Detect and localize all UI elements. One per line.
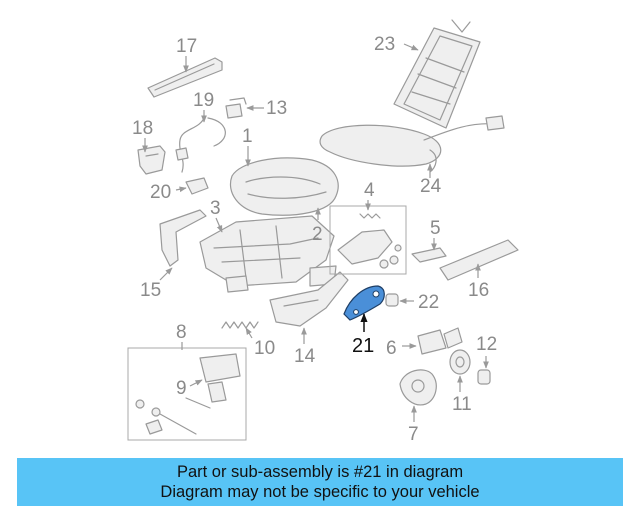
part-21-highlighted: [343, 285, 385, 332]
part-16-rail: [439, 239, 519, 281]
part-24-seat-back-panel: [319, 115, 505, 178]
part-12-bushing: [477, 356, 491, 385]
callout-label: 13: [266, 98, 287, 119]
part-4-mechanism-box: [329, 200, 407, 275]
callout-label: 7: [408, 424, 419, 445]
info-banner: Part or sub-assembly is #21 in diagram D…: [17, 458, 623, 506]
part-10-spring: [221, 321, 259, 339]
part-3-seat-frame: [199, 215, 337, 293]
callout-label: 8: [176, 322, 187, 343]
callout-label: 4: [364, 180, 375, 201]
part-23-seat-back-frame: [393, 19, 481, 129]
part-19-cable: [175, 110, 226, 173]
callout-label: 11: [452, 394, 472, 415]
parts-diagram: 17 19 13 18 1 20 3 2 4 5 15 16 22 10 14 …: [127, 19, 519, 445]
banner-line-disclaimer: Diagram may not be specific to your vehi…: [160, 483, 480, 501]
callout-label: 2: [312, 224, 323, 245]
part-7-motor-assembly: [399, 369, 437, 422]
callout-label: 17: [176, 36, 197, 57]
part-11-gear: [449, 349, 471, 392]
callout-label: 1: [242, 126, 253, 147]
callout-label: 24: [420, 176, 442, 197]
part-8-kit-box: [127, 342, 247, 441]
part-14-side-shield: [269, 271, 349, 344]
callout-label: 10: [254, 338, 275, 359]
part-15-side-cover: [159, 209, 207, 281]
part-6-motor: [402, 327, 463, 355]
part-5-trim: [411, 238, 447, 263]
banner-line-part: Part or sub-assembly is #21 in diagram: [176, 463, 464, 481]
callout-label: 16: [468, 280, 489, 301]
callout-label: 23: [374, 34, 395, 55]
callout-label: 6: [386, 338, 397, 359]
callout-label: 12: [476, 334, 497, 355]
callout-label: 14: [294, 346, 316, 367]
part-1-seat-cushion: [229, 146, 339, 216]
callout-label: 5: [430, 218, 441, 239]
callout-label: 3: [210, 198, 221, 219]
part-22-bushing: [385, 293, 414, 307]
callout-label: 9: [176, 378, 187, 399]
callout-label: 22: [418, 292, 439, 313]
callout-label: 15: [140, 280, 161, 301]
callout-label-highlighted: 21: [352, 335, 374, 357]
part-20-bracket: [175, 177, 209, 195]
part-18-bracket: [137, 138, 166, 175]
callout-label: 18: [132, 118, 153, 139]
part-17-trim-rail: [147, 56, 223, 98]
part-13-connector: [225, 97, 264, 119]
callout-label: 20: [150, 182, 171, 203]
callout-label: 19: [193, 90, 214, 111]
